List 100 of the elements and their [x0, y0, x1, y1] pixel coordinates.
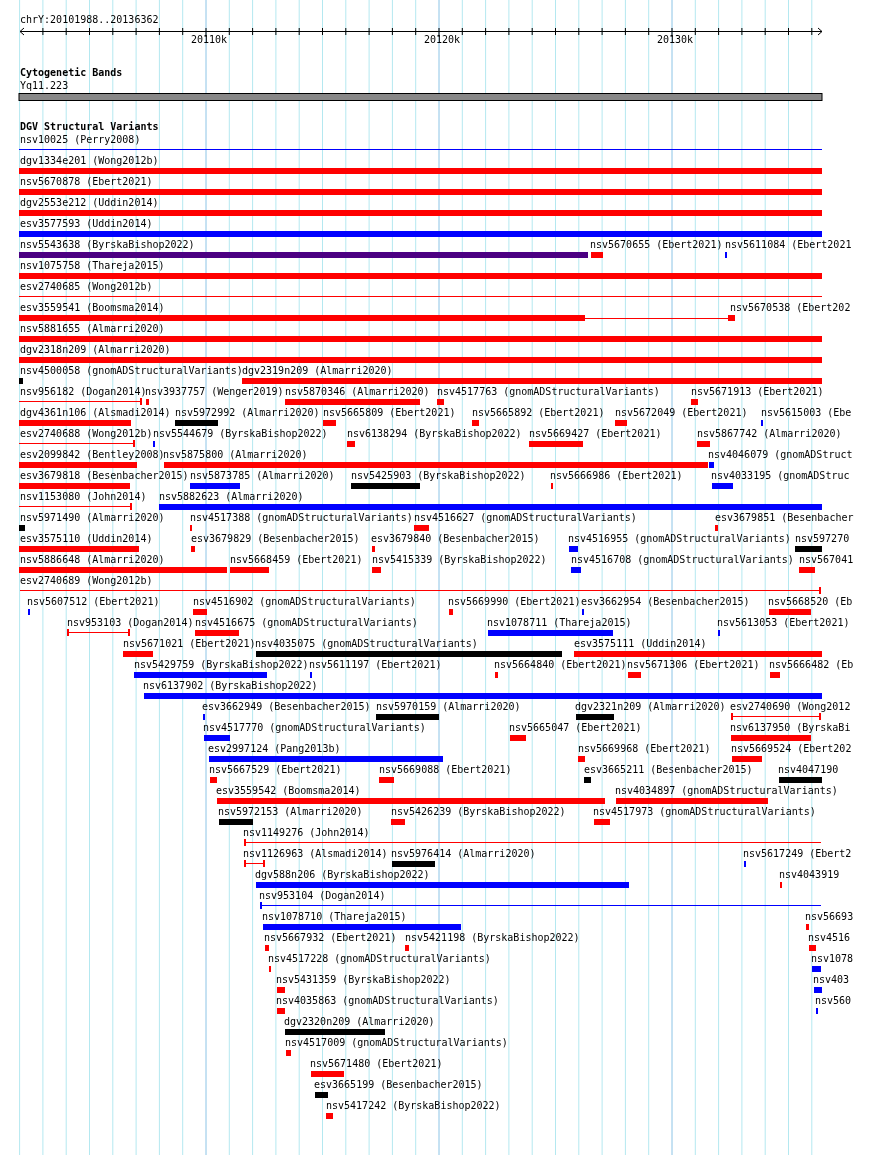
feature-label: nsv5669088 (Ebert2021) [379, 764, 512, 776]
feature-label: dgv4361n106 (Alsmadi2014) [20, 407, 171, 419]
feature-label: nsv5971490 (Almarri2020) [20, 512, 165, 524]
feature-label: nsv5972153 (Almarri2020) [218, 806, 363, 818]
feature-label: dgv2320n209 (Almarri2020) [284, 1016, 435, 1028]
feature-label: nsv5873785 (Almarri2020) [190, 470, 335, 482]
feature-label: nsv4047190 [778, 764, 839, 776]
feature-label: esv3679851 (Besenbacher [715, 512, 854, 524]
feature-label: nsv1078711 (Thareja2015) [487, 617, 632, 629]
feature-label: dgv2318n209 (Almarri2020) [20, 344, 171, 356]
feature-label: nsv5665809 (Ebert2021) [323, 407, 456, 419]
feature-label: nsv5615003 (Ebe [761, 407, 852, 419]
feature-label: esv3679818 (Besenbacher2015) [20, 470, 189, 482]
feature-label: nsv4516 [808, 932, 851, 944]
feature-label: nsv5665047 (Ebert2021) [509, 722, 642, 734]
feature-label: dgv2553e212 (Uddin2014) [20, 197, 159, 209]
feature-label: nsv5667529 (Ebert2021) [209, 764, 342, 776]
feature-label: nsv4517009 (gnomADStructuralVariants) [285, 1037, 508, 1049]
feature-label: nsv1078710 (Thareja2015) [262, 911, 407, 923]
feature-label: nsv5867742 (Almarri2020) [697, 428, 842, 440]
feature-label: nsv5668520 (Eb [768, 596, 853, 608]
feature-label: esv3575110 (Uddin2014) [20, 533, 153, 545]
feature-label: nsv567041 [799, 554, 854, 566]
track-title: Cytogenetic Bands [20, 67, 123, 79]
feature-label: dgv588n206 (ByrskaBishop2022) [255, 869, 430, 881]
feature-label: nsv5431359 (ByrskaBishop2022) [276, 974, 451, 986]
feature-label: nsv4046079 (gnomADStruct [708, 449, 853, 461]
feature-label: nsv4517228 (gnomADStructuralVariants) [268, 953, 491, 965]
feature-label: nsv5617249 (Ebert2 [743, 848, 852, 860]
feature-label: nsv5669524 (Ebert202 [731, 743, 852, 755]
feature-label: nsv5976414 (Almarri2020) [391, 848, 536, 860]
feature-label: esv3575111 (Uddin2014) [574, 638, 707, 650]
feature-label: nsv5870346 (Almarri2020) [285, 386, 430, 398]
feature-label: nsv5670538 (Ebert202 [730, 302, 851, 314]
feature-label: nsv5421198 (ByrskaBishop2022) [405, 932, 580, 944]
feature-label: nsv403 [813, 974, 850, 986]
track-title: DGV Structural Variants [20, 121, 159, 133]
feature-label: nsv5544679 (ByrskaBishop2022) [153, 428, 328, 440]
tick-label: 20110k [191, 34, 228, 46]
feature-label: esv2099842 (Bentley2008) [20, 449, 165, 461]
feature-label: nsv3937757 (Wenger2019) [145, 386, 284, 398]
feature-label: nsv1153080 (John2014) [20, 491, 147, 503]
feature-label: esv3679829 (Besenbacher2015) [191, 533, 360, 545]
feature-label: nsv5670655 (Ebert2021) [590, 239, 723, 251]
feature-label: nsv4517763 (gnomADStructuralVariants) [437, 386, 660, 398]
feature-label: nsv5611197 (Ebert2021) [309, 659, 442, 671]
feature-label: esv2997124 (Pang2013b) [208, 743, 341, 755]
feature-label: nsv5882623 (Almarri2020) [159, 491, 304, 503]
feature-label: nsv5666482 (Eb [769, 659, 854, 671]
feature-label: nsv5668459 (Ebert2021) [230, 554, 363, 566]
feature-label: nsv4516627 (gnomADStructuralVariants) [414, 512, 637, 524]
feature-label: nsv5672049 (Ebert2021) [615, 407, 748, 419]
feature-label: nsv953103 (Dogan2014) [67, 617, 194, 629]
feature-label: nsv597270 [795, 533, 850, 545]
feature-label: nsv5669968 (Ebert2021) [578, 743, 711, 755]
feature-label: nsv5670878 (Ebert2021) [20, 176, 153, 188]
feature-label: esv3559541 (Boomsma2014) [20, 302, 165, 314]
feature-label: esv2740690 (Wong2012 [730, 701, 851, 713]
feature-label: nsv4035075 (gnomADStructuralVariants) [255, 638, 478, 650]
feature-label: nsv4517973 (gnomADStructuralVariants) [593, 806, 816, 818]
feature-label: nsv4516708 (gnomADStructuralVariants) [571, 554, 794, 566]
feature-label: nsv5664840 (Ebert2021) [494, 659, 627, 671]
feature-label: nsv4516902 (gnomADStructuralVariants) [193, 596, 416, 608]
feature-label: nsv4516955 (gnomADStructuralVariants) [568, 533, 791, 545]
feature-label: nsv560 [815, 995, 852, 1007]
feature-label: esv3679840 (Besenbacher2015) [371, 533, 540, 545]
feature-label: nsv5671913 (Ebert2021) [691, 386, 824, 398]
feature-label: nsv5425903 (ByrskaBishop2022) [351, 470, 526, 482]
coordinate-label: chrY:20101988..20136362 [20, 14, 159, 26]
feature-label: nsv5875800 (Almarri2020) [163, 449, 308, 461]
feature-label: nsv5671306 (Ebert2021) [627, 659, 760, 671]
feature-label: nsv5666986 (Ebert2021) [550, 470, 683, 482]
feature-label: esv3662949 (Besenbacher2015) [202, 701, 371, 713]
feature-label: esv2740688 (Wong2012b) [20, 428, 153, 440]
feature-label: nsv4034897 (gnomADStructuralVariants) [615, 785, 838, 797]
feature-label: nsv5417242 (ByrskaBishop2022) [326, 1100, 501, 1112]
feature-label: nsv6138294 (ByrskaBishop2022) [347, 428, 522, 440]
feature-label: dgv1334e201 (Wong2012b) [20, 155, 159, 167]
feature-label: dgv2319n209 (Almarri2020) [242, 365, 393, 377]
feature-label: nsv5429759 (ByrskaBishop2022) [134, 659, 309, 671]
feature-label: esv3665199 (Besenbacher2015) [314, 1079, 483, 1091]
feature-label: nsv4516675 (gnomADStructuralVariants) [195, 617, 418, 629]
feature-label: nsv5426239 (ByrskaBishop2022) [391, 806, 566, 818]
feature-label: esv3559542 (Boomsma2014) [216, 785, 361, 797]
tick-label: 20120k [424, 34, 461, 46]
feature-label: dgv2321n209 (Almarri2020) [575, 701, 726, 713]
feature-label: esv3577593 (Uddin2014) [20, 218, 153, 230]
tick-label: 20130k [657, 34, 694, 46]
feature-label: nsv5886648 (Almarri2020) [20, 554, 165, 566]
feature-label: nsv6137902 (ByrskaBishop2022) [143, 680, 318, 692]
feature-label: nsv5607512 (Ebert2021) [27, 596, 160, 608]
feature-label: esv3665211 (Besenbacher2015) [584, 764, 753, 776]
feature-label: nsv5669990 (Ebert2021) [448, 596, 581, 608]
feature-label: nsv4500058 (gnomADStructuralVariants) [20, 365, 243, 377]
feature-label: nsv1149276 (John2014) [243, 827, 370, 839]
feature-label: nsv5970159 (Almarri2020) [376, 701, 521, 713]
feature-label: nsv4033195 (gnomADStruc [711, 470, 850, 482]
feature-label: nsv5669427 (Ebert2021) [529, 428, 662, 440]
feature-label: nsv5543638 (ByrskaBishop2022) [20, 239, 195, 251]
feature-label: nsv5415339 (ByrskaBishop2022) [372, 554, 547, 566]
